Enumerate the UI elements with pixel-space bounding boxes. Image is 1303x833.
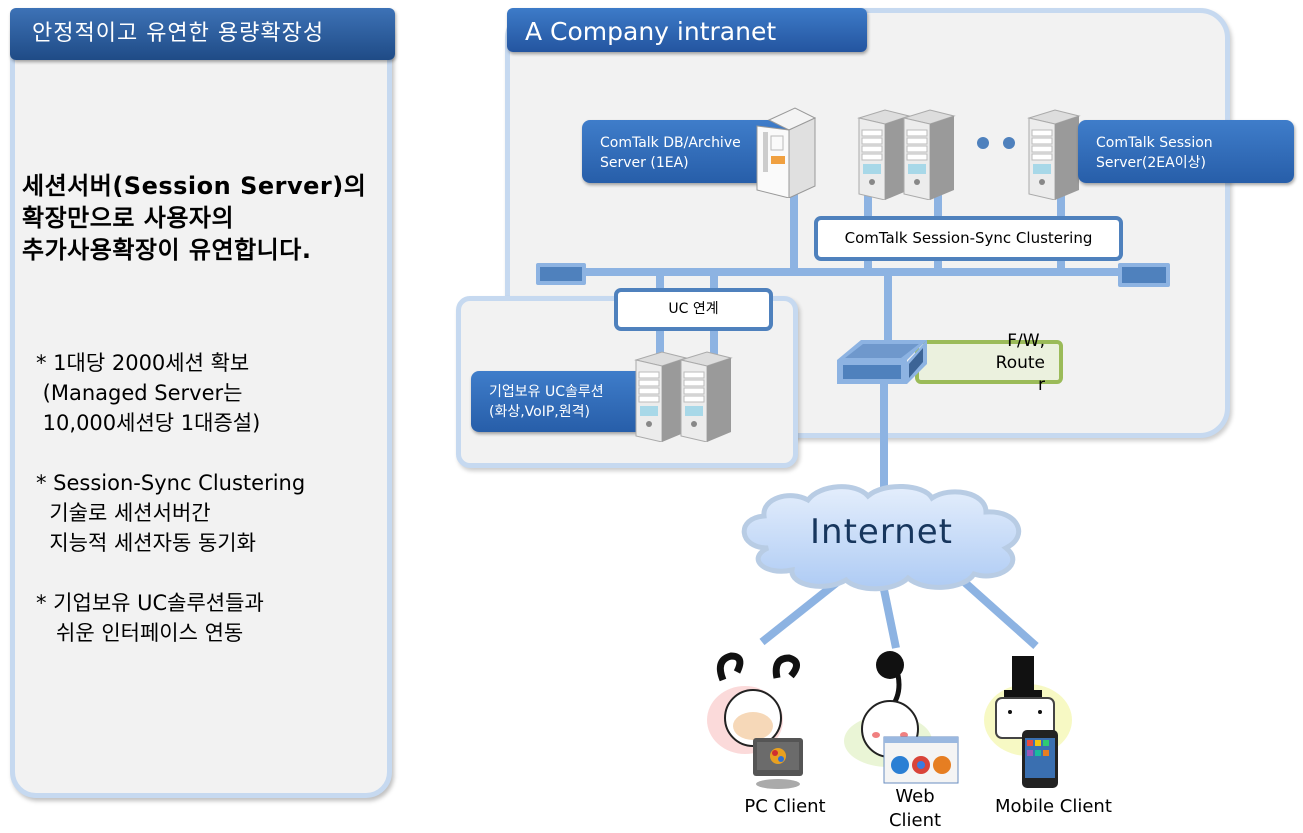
db-server-link [790, 190, 798, 270]
ellipsis-dot [1003, 137, 1015, 149]
backbone-line [555, 268, 1155, 276]
internet-client-links [759, 576, 1039, 649]
bullet-sessions: * 1대당 2000세션 확보 (Managed Server는 10,000세… [36, 351, 261, 435]
pc-client-label: PC Client [744, 796, 826, 817]
session-server-icon [857, 109, 911, 200]
session-server-icon [902, 109, 956, 200]
uc-solution-label-line: 기업보유 UC솔루션 [489, 384, 604, 400]
session-server-label: ComTalk Session Server(2EA이상) [1078, 120, 1294, 183]
router-icon [837, 340, 927, 384]
db-server-label-line: Server (1EA) [600, 155, 689, 171]
db-server-icon [756, 107, 817, 198]
session-server-icon [1027, 109, 1081, 200]
db-server-label: ComTalk DB/Archive Server (1EA) [582, 120, 787, 183]
uc-solution-label-line: (화상,VoIP,원격) [489, 404, 590, 420]
bullet-clustering: * Session-Sync Clustering 기술로 세션서버간 지능적 … [36, 471, 306, 555]
mobile-client-label: Mobile Client [995, 796, 1112, 817]
network-endpoint-right [1118, 263, 1170, 287]
headline-line: 추가사용확장이 유연합니다. [22, 236, 312, 264]
internet-label: Internet [810, 512, 954, 552]
headline-line: 확장만으로 사용자의 [22, 204, 235, 232]
web-client-label: Web Client [888, 786, 942, 831]
headline: 세션서버(Session Server)의 확장만으로 사용자의 추가사용확장이… [22, 170, 402, 266]
uc-server-icon [679, 351, 733, 442]
internet-cloud-icon [741, 483, 1022, 592]
firewall-label-box [915, 340, 1063, 384]
firewall-router-label: F/W, Route r [995, 331, 1045, 395]
session-server-label-line: ComTalk Session [1096, 135, 1213, 151]
feature-panel-title: 안정적이고 유연한 용량확장성 [10, 8, 395, 60]
db-server-label-line: ComTalk DB/Archive [600, 135, 741, 151]
feature-bullets: * 1대당 2000세션 확보 (Managed Server는 10,000세… [36, 348, 396, 678]
headline-line: 세션서버(Session Server)의 [22, 172, 367, 200]
uc-solution-label: 기업보유 UC솔루션 (화상,VoIP,원격) [471, 371, 651, 432]
intranet-title: A Company intranet [507, 8, 867, 52]
uc-server-icon [634, 351, 688, 442]
mobile-client-icon [984, 656, 1072, 788]
feature-panel [10, 8, 392, 798]
internet-uplink [880, 380, 888, 490]
router-uplink [884, 270, 892, 340]
web-client-icon [844, 651, 959, 784]
pc-client-icon [707, 652, 803, 789]
uc-link-box: UC 연계 [614, 288, 773, 331]
network-endpoint-left [536, 263, 586, 285]
ellipsis-dot [977, 137, 989, 149]
session-sync-clustering-box: ComTalk Session-Sync Clustering [814, 216, 1123, 261]
bullet-uc-integration: * 기업보유 UC솔루션들과 쉬운 인터페이스 연동 [36, 591, 264, 645]
session-server-label-line: Server(2EA이상) [1096, 155, 1206, 171]
